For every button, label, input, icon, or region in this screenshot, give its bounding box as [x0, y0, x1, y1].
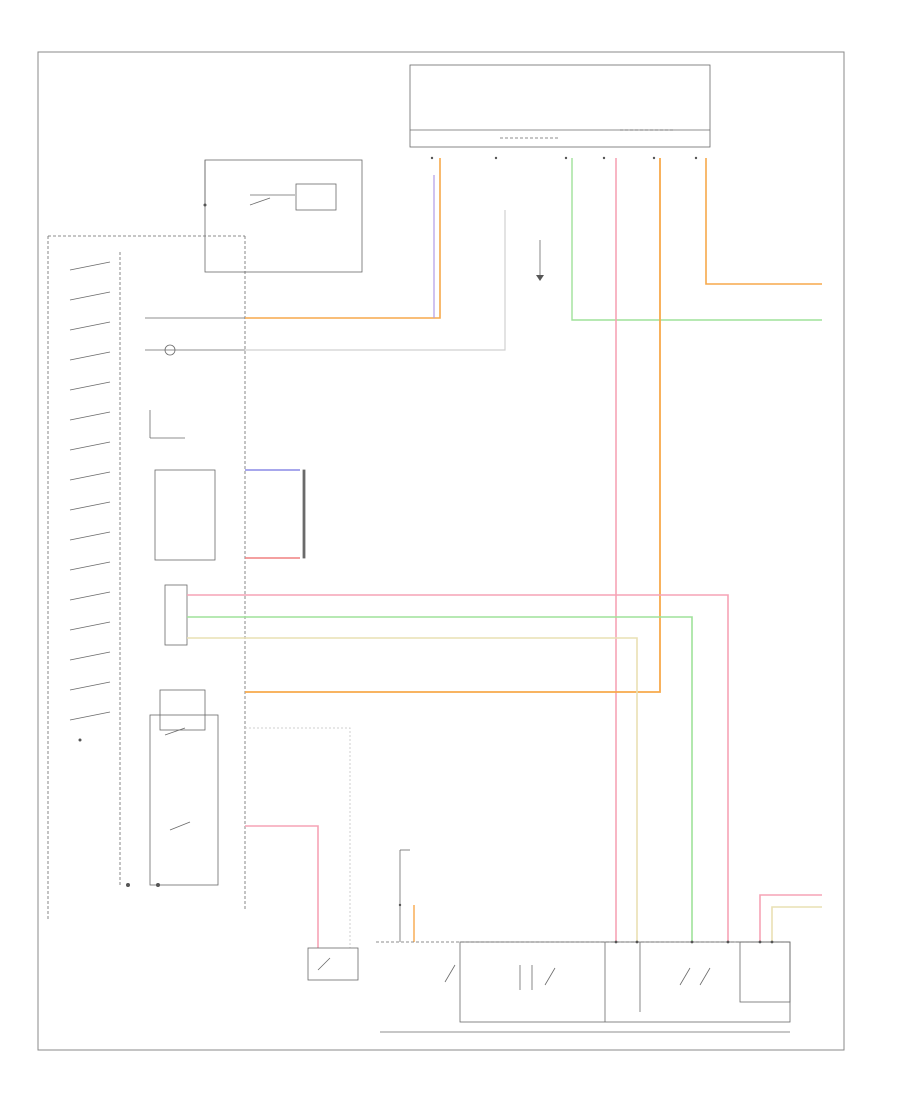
wire-light-gray — [245, 210, 506, 351]
bottom-left-component — [307, 947, 359, 981]
wire-pink-main — [187, 594, 729, 942]
wire-green-right — [571, 158, 822, 321]
wire-orange-top — [245, 158, 441, 319]
wire-orange-vertical — [245, 158, 661, 693]
diagram-border — [37, 51, 845, 1051]
bottom-center-component — [398, 849, 410, 942]
left-main-module — [47, 235, 246, 920]
switch-ladder — [69, 261, 111, 742]
wire-tan-connector — [771, 906, 822, 942]
mid-component — [302, 469, 306, 559]
wire-pink-bottom — [245, 825, 319, 948]
top-fuse-box — [409, 64, 711, 160]
wire-pink-connector — [759, 894, 822, 942]
top-left-relay — [203, 159, 363, 273]
wire-orange-right — [705, 158, 822, 285]
mid-top-component — [536, 240, 544, 281]
module-internals — [126, 317, 245, 887]
wire-tan-main — [187, 637, 638, 942]
wire-green-main — [187, 616, 693, 942]
colored-wires — [187, 158, 822, 948]
bottom-assembly — [376, 940, 791, 1033]
wire-gray-dashed — [245, 727, 351, 948]
